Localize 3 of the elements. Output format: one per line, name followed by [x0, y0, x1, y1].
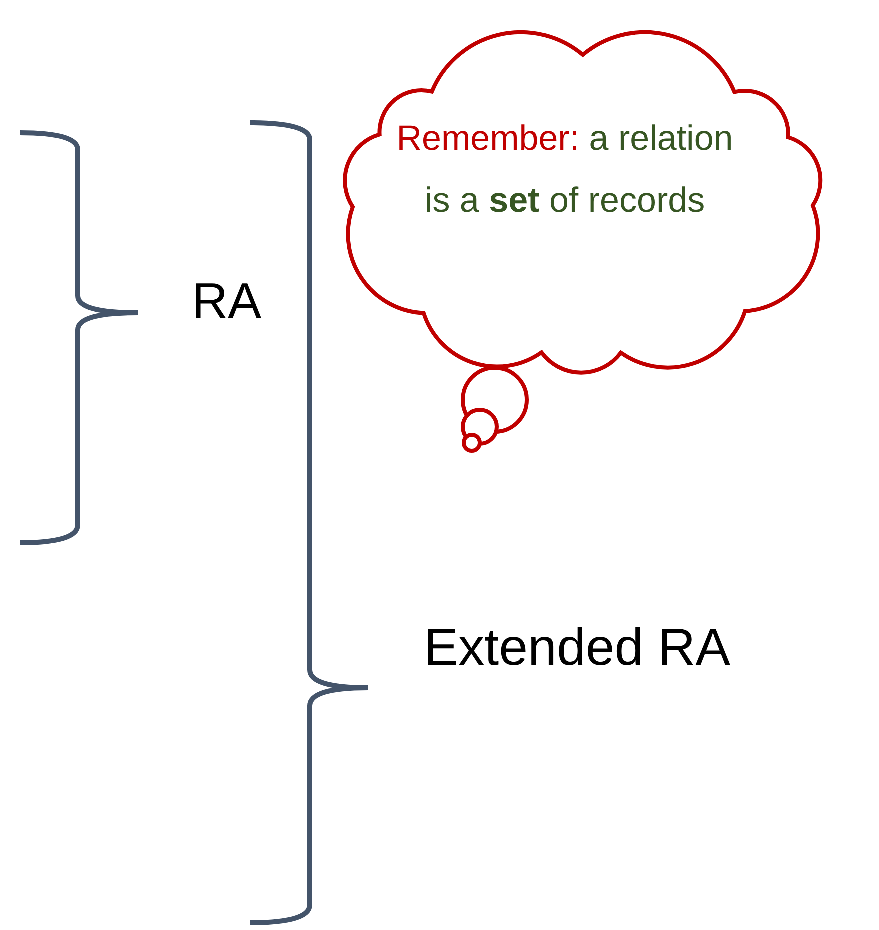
bracket-label: Extended RA: [424, 622, 730, 674]
cloud-text: Remember: a relation is a set of records: [396, 118, 734, 222]
bracket-label: RA: [192, 276, 262, 326]
